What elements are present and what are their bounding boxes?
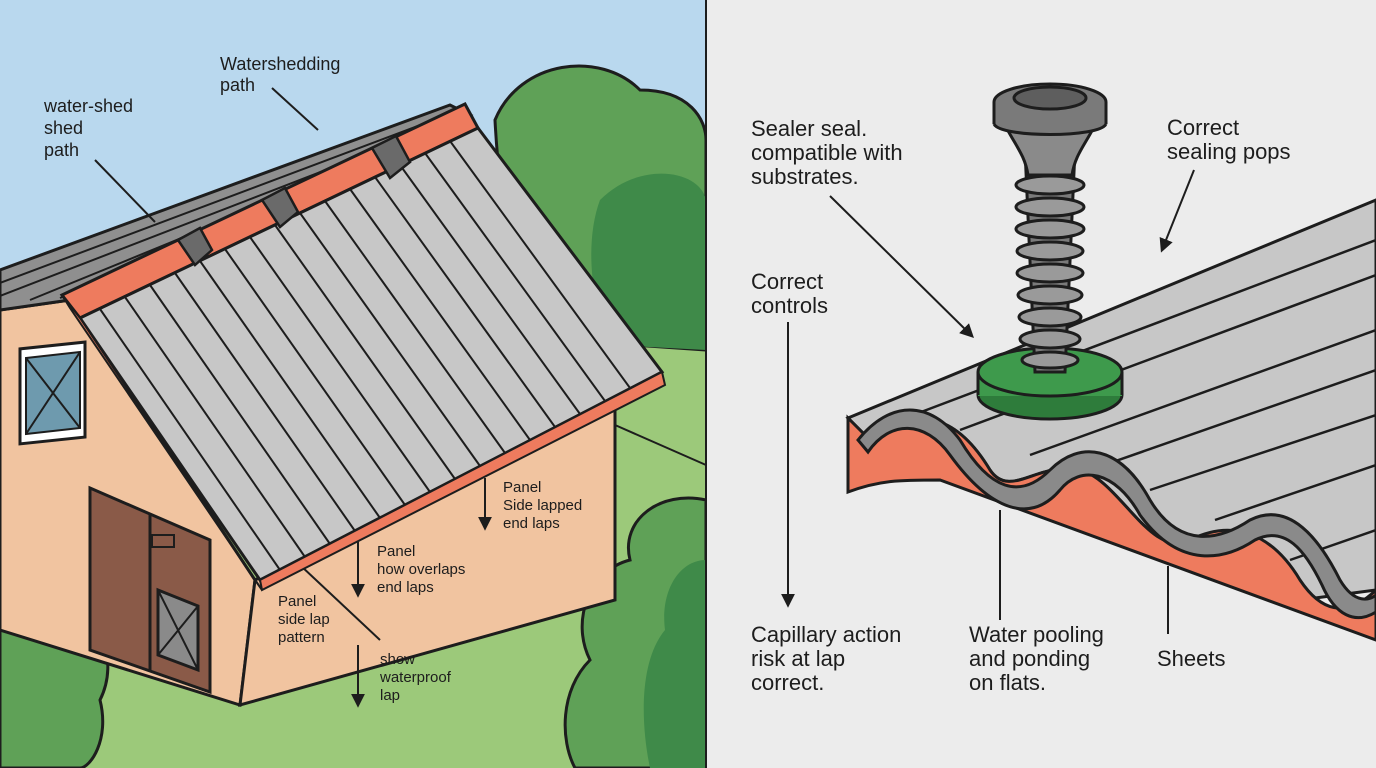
left-panel-shed-illustration: Watershedding path water-shed shed path … (0, 0, 708, 768)
wall-lap-line (614, 424, 707, 466)
leader-watershedding-path (271, 87, 319, 131)
roof-corrugation-lines (99, 140, 631, 571)
tree-back-shade (591, 173, 706, 350)
sheet-wave-band (856, 408, 1376, 619)
label-panel-side-lap-pattern: Panel side lap pattern (278, 593, 334, 646)
arrow-sealer-seal (829, 195, 974, 338)
label-correct-controls: Correct controls (751, 269, 829, 318)
ridge-clip (176, 226, 214, 267)
label-panel-overlaps: Panel how overlaps end laps (377, 543, 470, 596)
shed-window (18, 340, 87, 446)
bush-right-shade (643, 560, 706, 768)
roof-gable-trim (61, 294, 263, 591)
label-sealer-seal: Sealer seal. compatible with substrates. (751, 116, 909, 189)
label-water-shed-path: water-shed shed path (43, 96, 138, 160)
label-water-pooling: Water pooling and ponding on flats. (969, 622, 1110, 695)
arrow-correct-sealing-pops (1159, 169, 1195, 253)
label-panel-side-lapped: Panel Side lapped end laps (503, 479, 586, 532)
label-capillary-action: Capillary action risk at lap correct. (751, 622, 908, 695)
shed-door (88, 485, 212, 695)
fastener-screw (992, 82, 1108, 374)
wall-lap-line (299, 564, 381, 641)
label-watershedding-path: Watershedding path (220, 54, 345, 95)
ridge-clip (260, 186, 300, 229)
ridge-clip (370, 134, 412, 180)
roof-eave-trim (258, 370, 667, 592)
leader-water-shed-path (94, 159, 156, 223)
right-panel-fastener-detail: Sealer seal. compatible with substrates.… (707, 0, 1376, 768)
label-sheets: Sheets (1157, 646, 1226, 671)
label-correct-sealing-pops: Correct sealing pops (1167, 115, 1291, 164)
label-show-waterproof-lap: show waterproof lap (379, 651, 455, 704)
